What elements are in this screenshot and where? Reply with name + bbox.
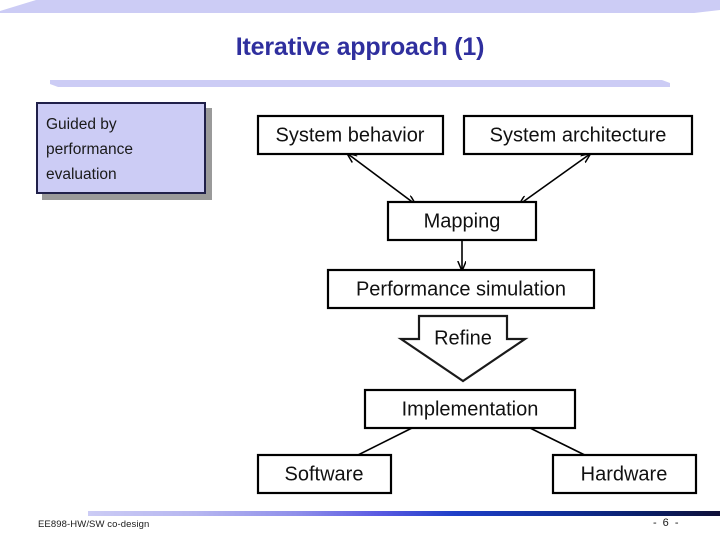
node-refine: Refine	[397, 314, 529, 383]
callout-line-3: evaluation	[46, 166, 117, 183]
footer-gradient-rule	[88, 511, 720, 516]
node-implementation: Implementation	[363, 388, 577, 430]
iterative-approach-flowchart: System behavior System architecture Mapp…	[256, 114, 698, 495]
page-number: - 6 -	[652, 517, 680, 529]
node-label-implementation: Implementation	[402, 398, 539, 420]
node-label-system-architecture: System architecture	[490, 124, 667, 146]
node-label-software: Software	[285, 463, 364, 485]
top-banner	[0, 0, 720, 13]
node-label-hardware: Hardware	[581, 463, 668, 485]
node-hardware: Hardware	[551, 453, 698, 495]
callout-line-2: performance	[46, 141, 134, 158]
title-underline-rule	[50, 80, 670, 87]
refine-block-arrow-shape	[397, 314, 529, 383]
callout-line-1: Guided by	[46, 116, 117, 133]
node-label-mapping: Mapping	[424, 210, 501, 232]
node-label-performance-simulation: Performance simulation	[356, 278, 566, 300]
footer-course-label: EE898-HW/SW co-design	[38, 519, 150, 530]
node-label-refine: Refine	[434, 327, 492, 349]
node-system-behavior: System behavior	[256, 114, 445, 156]
node-system-architecture: System architecture	[462, 114, 694, 156]
edge-behavior-mapping	[348, 154, 415, 204]
title-underline-shape	[50, 80, 670, 87]
node-software: Software	[256, 453, 393, 495]
top-banner-shape	[0, 0, 720, 13]
node-label-system-behavior: System behavior	[276, 124, 425, 146]
edge-architecture-mapping	[520, 154, 590, 204]
page-title: Iterative approach (1)	[235, 33, 485, 61]
node-performance-simulation: Performance simulation	[326, 268, 596, 310]
node-mapping: Mapping	[386, 200, 538, 242]
callout-guided-by-performance-evaluation: Guided by performance evaluation	[36, 102, 206, 194]
